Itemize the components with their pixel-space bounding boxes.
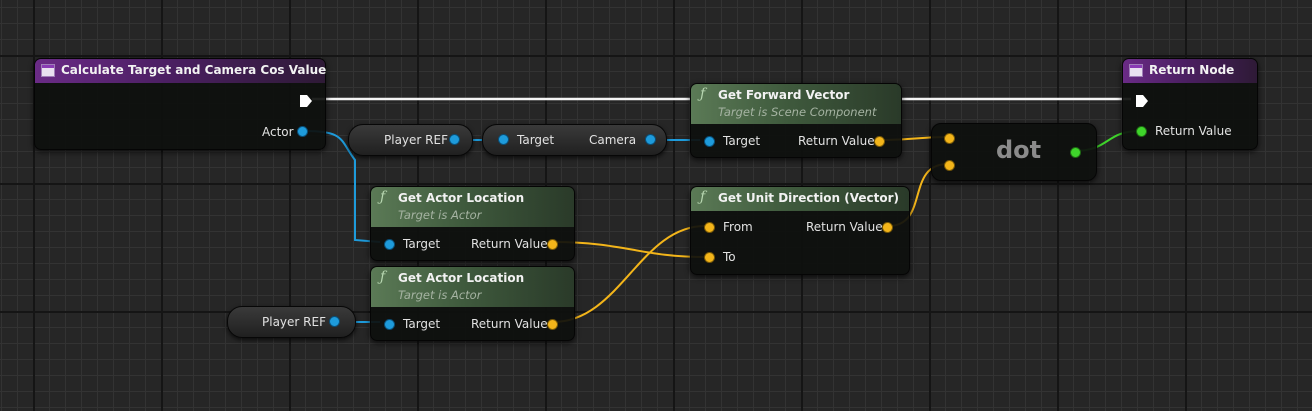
camera-getter[interactable]: Target Camera <box>482 124 667 156</box>
forward-target-pin[interactable] <box>704 136 715 147</box>
function-f-icon: ƒ <box>700 189 706 205</box>
forward-target-label: Target <box>723 134 761 148</box>
forward-vector-title: Get Forward Vector <box>718 88 850 102</box>
location1-return-label: Return Value <box>471 237 548 251</box>
return-node-icon <box>1129 64 1143 77</box>
player-ref-getter-2[interactable]: Player REF <box>227 306 356 338</box>
player-ref-label-1: Player REF <box>384 133 448 147</box>
actor-location-header-1: ƒ Get Actor Location Target is Actor <box>371 187 574 227</box>
player-ref-label-2: Player REF <box>262 315 326 329</box>
location1-return-pin[interactable] <box>547 239 558 250</box>
get-unit-direction-node[interactable]: ƒ Get Unit Direction (Vector) From Retur… <box>690 186 910 275</box>
get-actor-location-node-1[interactable]: ƒ Get Actor Location Target is Actor Tar… <box>370 186 575 261</box>
entry-node-header: Calculate Target and Camera Cos Value <box>35 59 327 83</box>
get-actor-location-node-2[interactable]: ƒ Get Actor Location Target is Actor Tar… <box>370 266 575 341</box>
exec-out-pin[interactable] <box>299 94 313 108</box>
player-ref-output-pin-2[interactable] <box>329 316 340 327</box>
forward-return-pin[interactable] <box>874 136 885 147</box>
player-ref-output-pin-1[interactable] <box>449 134 460 145</box>
forward-vector-header: ƒ Get Forward Vector Target is Scene Com… <box>691 84 901 124</box>
return-node-title: Return Node <box>1149 63 1235 77</box>
location2-return-label: Return Value <box>471 317 548 331</box>
dot-label: dot <box>996 136 1042 164</box>
camera-target-label: Target <box>517 133 555 147</box>
dot-input-b-pin[interactable] <box>944 160 955 171</box>
camera-output-pin[interactable] <box>645 134 656 145</box>
entry-node[interactable]: Calculate Target and Camera Cos Value Ac… <box>34 58 326 150</box>
function-f-icon: ƒ <box>380 269 386 285</box>
unit-from-pin[interactable] <box>704 222 715 233</box>
return-value-pin[interactable] <box>1136 126 1147 137</box>
dot-input-a-pin[interactable] <box>944 133 955 144</box>
location2-return-pin[interactable] <box>547 319 558 330</box>
location1-target-label: Target <box>403 237 441 251</box>
return-value-label: Return Value <box>1155 124 1232 138</box>
actor-location-title-2: Get Actor Location <box>398 271 525 285</box>
unit-from-label: From <box>723 220 753 234</box>
location2-target-label: Target <box>403 317 441 331</box>
unit-direction-title: Get Unit Direction (Vector) <box>718 191 900 205</box>
actor-location-subtitle-1: Target is Actor <box>398 208 482 222</box>
forward-return-label: Return Value <box>798 134 875 148</box>
player-ref-getter-1[interactable]: Player REF <box>348 124 473 156</box>
unit-return-label: Return Value <box>806 220 883 234</box>
function-f-icon: ƒ <box>700 86 706 102</box>
location1-to-to-wire <box>552 241 706 258</box>
actor-pin-label: Actor <box>262 125 294 139</box>
location2-to-from-wire <box>552 225 706 323</box>
unit-to-label: To <box>723 250 736 264</box>
unit-to-pin[interactable] <box>704 252 715 263</box>
camera-label: Camera <box>589 133 637 147</box>
location1-target-pin[interactable] <box>384 239 395 250</box>
actor-location-subtitle-2: Target is Actor <box>398 288 482 302</box>
dot-output-pin[interactable] <box>1070 147 1081 158</box>
camera-target-pin[interactable] <box>498 134 509 145</box>
return-node[interactable]: Return Node Return Value <box>1122 58 1258 150</box>
return-node-header: Return Node <box>1123 59 1257 83</box>
actor-output-pin[interactable] <box>297 126 308 137</box>
entry-node-title: Calculate Target and Camera Cos Value <box>61 63 327 77</box>
dot-product-node[interactable]: dot <box>931 123 1097 181</box>
event-node-icon <box>41 64 55 77</box>
forward-vector-subtitle: Target is Scene Component <box>718 105 877 119</box>
actor-location-header-2: ƒ Get Actor Location Target is Actor <box>371 267 574 307</box>
actor-location-title-1: Get Actor Location <box>398 191 525 205</box>
get-forward-vector-node[interactable]: ƒ Get Forward Vector Target is Scene Com… <box>690 83 902 158</box>
exec-in-pin[interactable] <box>1135 94 1149 108</box>
function-f-icon: ƒ <box>380 189 386 205</box>
location2-target-pin[interactable] <box>384 319 395 330</box>
unit-direction-header: ƒ Get Unit Direction (Vector) <box>691 187 909 211</box>
unit-return-pin[interactable] <box>882 222 893 233</box>
